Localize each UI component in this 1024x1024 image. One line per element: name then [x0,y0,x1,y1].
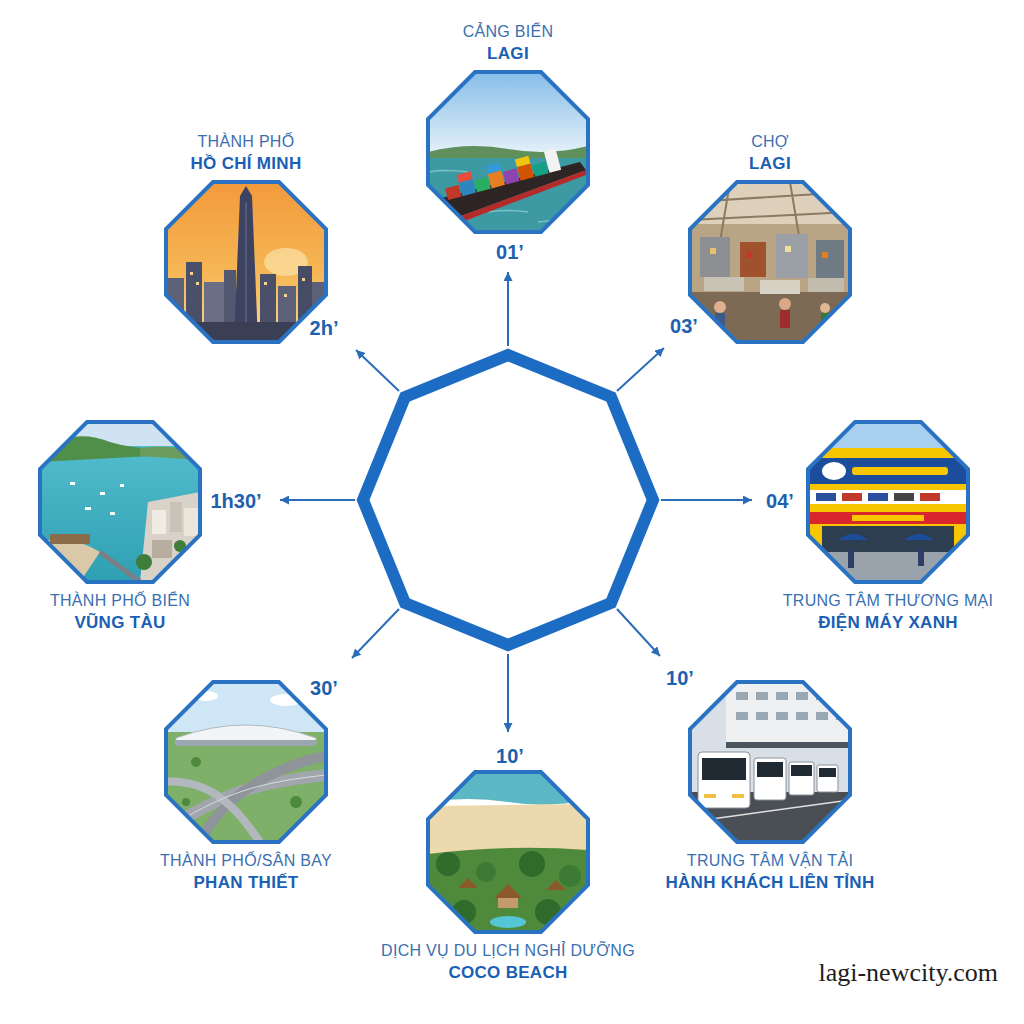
travel-time: 03’ [670,315,698,338]
place-type: TRUNG TÂM THƯƠNG MẠI [783,590,994,612]
place-type: THÀNH PHỐ BIỂN [50,590,190,612]
destination-node: DỊCH VỤ DU LỊCH NGHỈ DƯỠNGCOCO BEACH [358,772,658,985]
destination-title: CẢNG BIỂNLAGI [463,21,554,66]
destination-title: THÀNH PHỐ BIỂNVŨNG TÀU [50,590,190,635]
center-octagon [363,355,653,645]
image-area [166,682,326,842]
place-name: PHAN THIẾT [160,872,332,895]
destination-title: THÀNH PHỐ/SÂN BAYPHAN THIẾT [160,850,332,895]
travel-time: 10’ [666,667,694,690]
place-name: HÀNH KHÁCH LIÊN TỈNH [665,872,874,895]
travel-time: 01’ [496,241,524,264]
place-type: CHỢ [749,131,791,153]
place-type: CẢNG BIỂN [463,21,554,43]
bus-station-image [690,682,850,842]
beach-resort-image [428,772,588,932]
destination-node: TRUNG TÂM THƯƠNG MẠIĐIỆN MÁY XANH [738,422,1024,635]
travel-time: 2h’ [310,317,339,340]
market-image [690,182,850,342]
destination-title: TRUNG TÂM VẬN TẢIHÀNH KHÁCH LIÊN TỈNH [665,850,874,895]
place-type: TRUNG TÂM VẬN TẢI [665,850,874,872]
place-name: HỒ CHÍ MINH [191,153,302,176]
place-name: LAGI [463,43,554,66]
watermark: lagi-newcity.com [818,958,998,988]
destination-node: TRUNG TÂM VẬN TẢIHÀNH KHÁCH LIÊN TỈNH [620,682,920,895]
travel-time: 10’ [496,745,524,768]
image-area [428,772,588,932]
place-name: VŨNG TÀU [50,612,190,635]
place-name: LAGI [749,153,791,176]
destination-title: THÀNH PHỐHỒ CHÍ MINH [191,131,302,176]
image-area [428,72,588,232]
image-area [166,182,326,342]
destination-node: CHỢLAGI [620,131,920,342]
travel-time: 30’ [310,677,338,700]
destination-title: DỊCH VỤ DU LỊCH NGHỈ DƯỠNGCOCO BEACH [381,940,635,985]
airport-image [161,682,336,852]
destination-node: THÀNH PHỐ/SÂN BAYPHAN THIẾT [96,682,396,895]
destination-node: THÀNH PHỐHỒ CHÍ MINH [96,131,396,342]
travel-time: 1h30’ [210,490,261,513]
image-area [690,682,850,842]
place-type: DỊCH VỤ DU LỊCH NGHỈ DƯỠNG [381,940,635,962]
destination-title: TRUNG TÂM THƯƠNG MẠIĐIỆN MÁY XANH [783,590,994,635]
store-image [808,422,968,582]
place-name: ĐIỆN MÁY XANH [783,612,994,635]
destination-node: THÀNH PHỐ BIỂNVŨNG TÀU [0,422,270,635]
image-area [40,422,200,582]
arrows [280,272,752,732]
coastal-city-image [40,422,200,582]
place-type: THÀNH PHỐ [191,131,302,153]
image-area [690,182,850,342]
image-area [808,422,968,582]
travel-time: 04’ [766,490,794,513]
place-type: THÀNH PHỐ/SÂN BAY [160,850,332,872]
destination-node: CẢNG BIỂNLAGI [358,21,658,232]
port-image [428,72,588,232]
place-name: COCO BEACH [381,962,635,985]
city-skyline-image [166,182,326,342]
destination-title: CHỢLAGI [749,131,791,176]
